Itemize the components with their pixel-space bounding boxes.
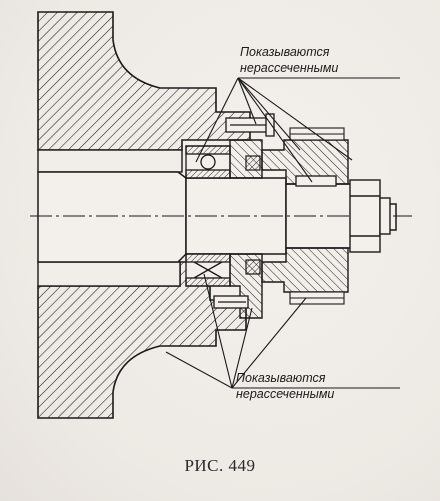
end-nut: [349, 179, 391, 253]
leader-lines-bottom: [165, 273, 400, 389]
figure-caption: РИС. 449: [184, 456, 256, 475]
callout-top: Показываются нерассеченными: [240, 44, 338, 76]
callout-bottom: Показываются нерассеченными: [236, 370, 334, 402]
seal: [245, 155, 261, 275]
bearing-top: [185, 145, 231, 179]
key: [295, 175, 337, 187]
housing-body: [37, 11, 251, 419]
leader-lines-top: [195, 77, 400, 183]
callout-bottom-line2: нерассеченными: [236, 387, 335, 401]
gear-hub: [261, 139, 349, 293]
callout-bottom-line1: Показываются: [236, 371, 326, 385]
callout-top-line1: Показываются: [240, 45, 330, 59]
callout-top-line2: нерассеченными: [240, 61, 339, 75]
bearing-bottom: [185, 253, 231, 287]
cover-screw: [213, 113, 275, 309]
